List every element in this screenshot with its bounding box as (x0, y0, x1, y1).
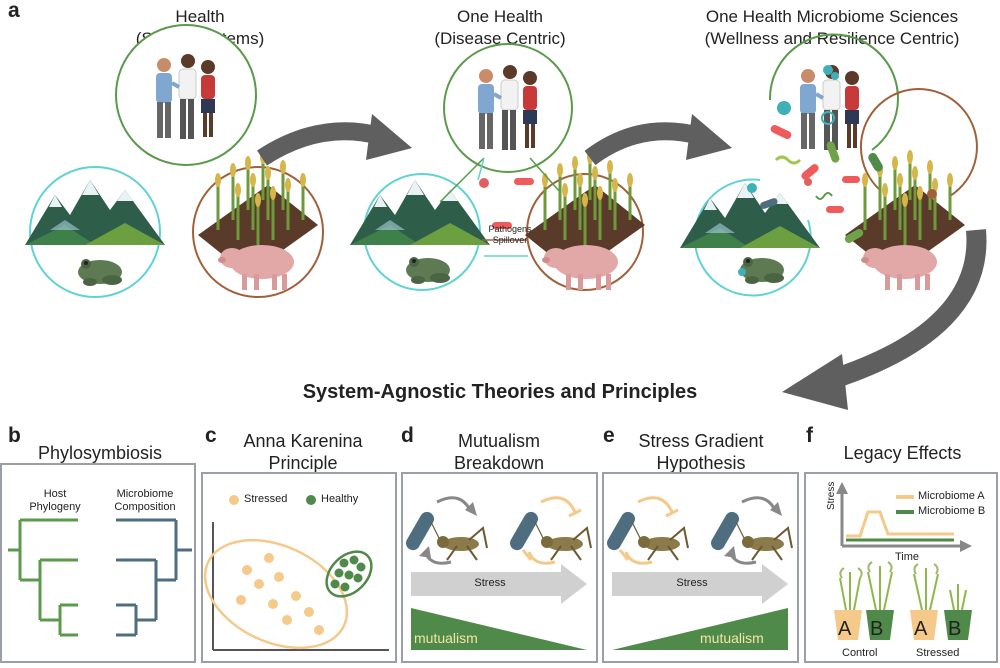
legend-stressed-label: Stressed (244, 493, 288, 505)
host-label-line2: Phylogeny (29, 501, 81, 513)
spillover-label-line2: Spillover (492, 235, 528, 245)
control-pot-a-label: A (838, 618, 852, 640)
spillover-label-line1: Pathogens (488, 224, 532, 234)
panel-d-letter: d (401, 424, 414, 447)
panel-b-box (0, 463, 196, 663)
panel-a-letter: a (8, 0, 20, 22)
control-plants (839, 566, 893, 611)
panel-e-mutualism-label: mutualism (700, 630, 764, 646)
control-pot-b (866, 610, 894, 640)
stress-gradient-diagram (607, 496, 793, 650)
control-label: Control (842, 647, 878, 659)
panel-f-y-label: Stress (826, 481, 837, 510)
control-pot-a (834, 610, 862, 640)
microbiome-label-line1: Microbiome (116, 488, 174, 500)
host-phylogeny-label: Host Phylogeny (20, 488, 90, 514)
legend-microbiome-b: Microbiome B (918, 505, 986, 517)
panel-c-title: Anna Karenina Principle (203, 430, 403, 474)
panel-e-title-line2: Hypothesis (656, 453, 746, 473)
humans-arc-3 (768, 33, 899, 151)
pathogens-spillover-label: Pathogens Spillover (470, 224, 550, 246)
stressed-label: Stressed (916, 647, 960, 659)
panel-f-letter: f (806, 424, 813, 447)
panel-e-title-line1: Stress Gradient (638, 431, 764, 451)
panel-e-letter: e (603, 424, 615, 447)
column-microbiome-title-line2: (Wellness and Resilience Centric) (704, 29, 960, 48)
legend-healthy-dot (306, 495, 316, 505)
stressed-pot-a-label: A (914, 618, 928, 640)
stressed-ellipse (203, 538, 349, 650)
panel-c-title-line1: Anna Karenina (243, 431, 363, 451)
column-microbiome-title: One Health Microbiome Sciences (Wellness… (672, 6, 992, 50)
panel-d-stress-label: Stress (474, 577, 506, 589)
environment-arc-3 (693, 178, 812, 297)
stressed-pot-b (944, 610, 972, 640)
panel-b-letter: b (8, 424, 21, 447)
microbiome-tree (116, 518, 192, 637)
column-health-title-line1: Health (175, 7, 225, 26)
stressed-pot-a (910, 610, 938, 640)
panel-d-title-line1: Mutualism (457, 431, 541, 451)
phylosymbiosis-trees (8, 518, 192, 637)
animals-arc-3 (859, 88, 978, 197)
panel-f-x-label: Time (895, 551, 920, 563)
column-one-health-title-line2: (Disease Centric) (434, 29, 566, 48)
panel-b-title: Phylosymbiosis (37, 443, 163, 463)
control-pot-b-label: B (870, 618, 884, 640)
microbiome-composition-label: Microbiome Composition (100, 488, 190, 514)
column-one-health-title-line1: One Health (457, 7, 543, 26)
legend-stressed-dot (229, 495, 239, 505)
microbiome-a-line (846, 510, 954, 538)
column-microbiome-title-line1: One Health Microbiome Sciences (705, 7, 959, 26)
host-tree (8, 518, 78, 637)
anna-karenina-plot (203, 495, 389, 651)
host-label-line1: Host (43, 488, 67, 500)
panel-e-title: Stress Gradient Hypothesis (602, 430, 800, 474)
stressed-plants (913, 568, 967, 611)
healthy-points (330, 555, 366, 592)
panel-c-title-line2: Principle (268, 453, 338, 473)
legacy-effects-diagram (834, 482, 972, 640)
stressed-points (236, 553, 324, 635)
panel-a-illustration (25, 24, 987, 410)
mutualism-breakdown-diagram (406, 496, 592, 650)
legend-microbiome-a: Microbiome A (918, 490, 985, 502)
healthy-ellipse (325, 550, 373, 598)
panel-f-title: Legacy Effects (843, 443, 962, 463)
microbiome-label-line2: Composition (114, 501, 176, 513)
panel-d-title-line2: Breakdown (453, 453, 545, 473)
column-one-health-title: One Health (Disease Centric) (400, 6, 600, 50)
panel-d-mutualism-label: mutualism (414, 630, 478, 646)
main-heading: System-Agnostic Theories and Principles (302, 381, 698, 403)
stressed-pot-b-label: B (948, 618, 962, 640)
legend-healthy-label: Healthy (321, 493, 359, 505)
panel-d-title: Mutualism Breakdown (400, 430, 598, 474)
panel-e-stress-label: Stress (676, 577, 708, 589)
panel-c-letter: c (205, 424, 217, 447)
